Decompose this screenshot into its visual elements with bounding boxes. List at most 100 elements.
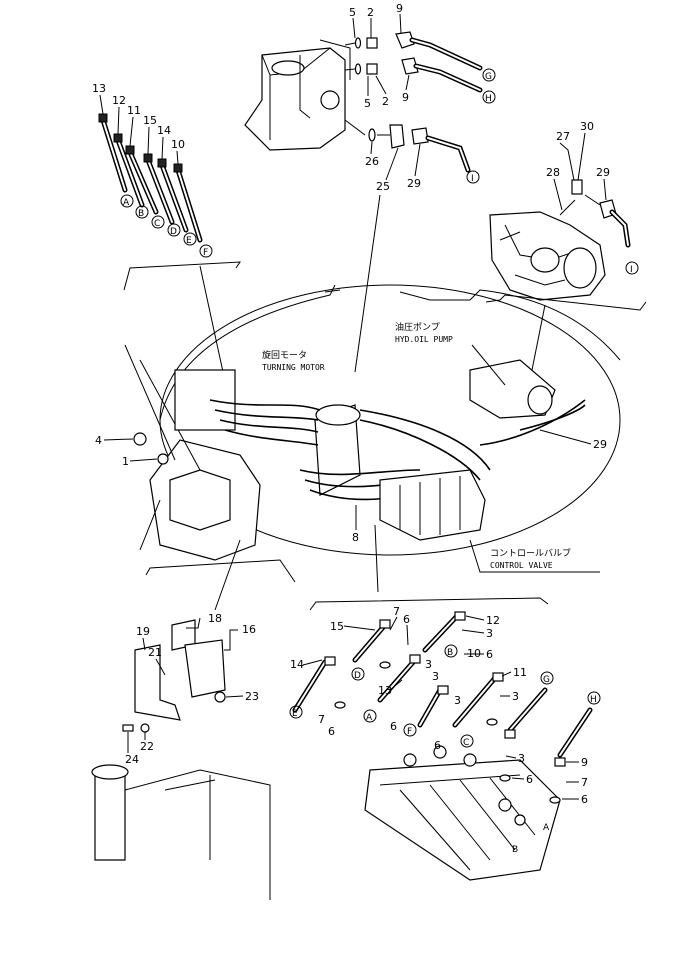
callout-5: 5 (364, 97, 371, 110)
turning-motor-detail (244, 31, 483, 173)
callout-7: 7 (393, 605, 400, 618)
marker-g (540, 671, 554, 685)
marker-f (403, 723, 417, 737)
callout-29: 29 (596, 166, 610, 179)
callout-1: 1 (122, 455, 129, 468)
callout-12: 12 (112, 94, 126, 107)
callout-30: 30 (580, 120, 594, 133)
valve-mark-b: B (512, 845, 518, 855)
marker-a (120, 194, 134, 208)
svg-text:F: F (203, 248, 208, 258)
marker-b (444, 644, 458, 658)
callout-27: 27 (556, 130, 570, 143)
bracket-callouts: 18 16 19 21 23 22 24 (125, 612, 259, 766)
callout-12: 12 (486, 614, 500, 627)
callout-15: 15 (330, 620, 344, 633)
svg-text:G: G (485, 72, 492, 82)
svg-text:E: E (186, 236, 192, 246)
callout-6: 6 (328, 725, 335, 738)
callout-14: 14 (157, 124, 171, 137)
callout-6: 6 (434, 739, 441, 752)
overview-labels: 旋回モータ TURNING MOTOR 油圧ポンプ HYD.OIL PUMP コ… (95, 194, 607, 611)
callout-4: 4 (95, 434, 102, 447)
callout-29: 29 (593, 438, 607, 451)
left-callouts: 13 12 11 15 14 10 A B C D E F (92, 82, 241, 396)
callout-6: 6 (486, 648, 493, 661)
callout-28: 28 (546, 166, 560, 179)
callout-8: 8 (352, 531, 359, 544)
svg-text:G: G (543, 675, 550, 685)
top-callouts: 5 2 9 5 2 9 26 25 29 G H I (349, 2, 496, 193)
callout-24: 24 (125, 753, 139, 766)
valve-mark-a: A (543, 823, 550, 833)
callout-2: 2 (367, 6, 374, 19)
pilot-hoses-bundle (98, 113, 203, 243)
turntable-overview (124, 284, 621, 561)
callout-6: 6 (526, 773, 533, 786)
turning-motor-label-jp: 旋回モータ (262, 349, 307, 361)
marker-b (135, 205, 149, 219)
marker-i (625, 261, 639, 275)
marker-f (199, 244, 213, 258)
callout-29: 29 (407, 177, 421, 190)
hyd-pump-label-jp: 油圧ポンプ (395, 321, 440, 333)
svg-text:H: H (590, 695, 597, 705)
callout-3: 3 (512, 690, 519, 703)
callout-2: 2 (382, 95, 389, 108)
svg-text:E: E (292, 709, 298, 719)
callout-9: 9 (402, 91, 409, 104)
svg-text:I: I (471, 174, 474, 184)
svg-text:B: B (447, 648, 453, 658)
marker-d (167, 223, 181, 237)
svg-text:A: A (123, 198, 130, 208)
callout-10: 10 (171, 138, 185, 151)
marker-i (466, 170, 480, 184)
callout-3: 3 (486, 627, 493, 640)
marker-c (151, 215, 165, 229)
valve-callouts: 15 7 6 12 3 10 6 14 3 3 11 13 3 7 6 6 6 … (289, 605, 601, 806)
callout-19: 19 (136, 625, 150, 638)
callout-15: 15 (143, 114, 157, 127)
callout-3: 3 (425, 658, 432, 671)
callout-3: 3 (454, 694, 461, 707)
marker-d (351, 667, 365, 681)
callout-9: 9 (581, 756, 588, 769)
callout-7: 7 (318, 713, 325, 726)
callout-3: 3 (518, 752, 525, 765)
marker-c (460, 734, 474, 748)
marker-e (289, 705, 303, 719)
callout-16: 16 (242, 623, 256, 636)
svg-text:C: C (154, 219, 160, 229)
callout-6: 6 (390, 720, 397, 733)
marker-a (363, 709, 377, 723)
bracket-detail (91, 619, 271, 900)
control-valve-detail: B A (292, 611, 593, 881)
svg-text:D: D (354, 671, 361, 681)
callout-23: 23 (245, 690, 259, 703)
callout-14: 14 (290, 658, 304, 671)
callout-6: 6 (581, 793, 588, 806)
turning-motor-label-en: TURNING MOTOR (262, 363, 325, 372)
svg-text:C: C (463, 738, 469, 748)
callout-5: 5 (349, 6, 356, 19)
callout-26: 26 (365, 155, 379, 168)
callout-22: 22 (140, 740, 154, 753)
callout-21: 21 (148, 646, 162, 659)
callout-3: 3 (432, 670, 439, 683)
svg-text:I: I (630, 265, 633, 275)
svg-text:H: H (485, 94, 492, 104)
svg-text:F: F (407, 727, 412, 737)
marker-h (587, 691, 601, 705)
marker-g (482, 68, 496, 82)
callout-13: 13 (378, 684, 392, 697)
callout-13: 13 (92, 82, 106, 95)
control-valve-label-en: CONTROL VALVE (490, 561, 553, 570)
pump-detail (489, 179, 631, 301)
pump-callouts: 30 27 28 29 I (485, 120, 647, 371)
callout-11: 11 (513, 666, 527, 679)
callout-9: 9 (396, 2, 403, 15)
callout-25: 25 (376, 180, 390, 193)
marker-e (183, 232, 197, 246)
callout-7: 7 (581, 776, 588, 789)
svg-text:D: D (170, 227, 177, 237)
